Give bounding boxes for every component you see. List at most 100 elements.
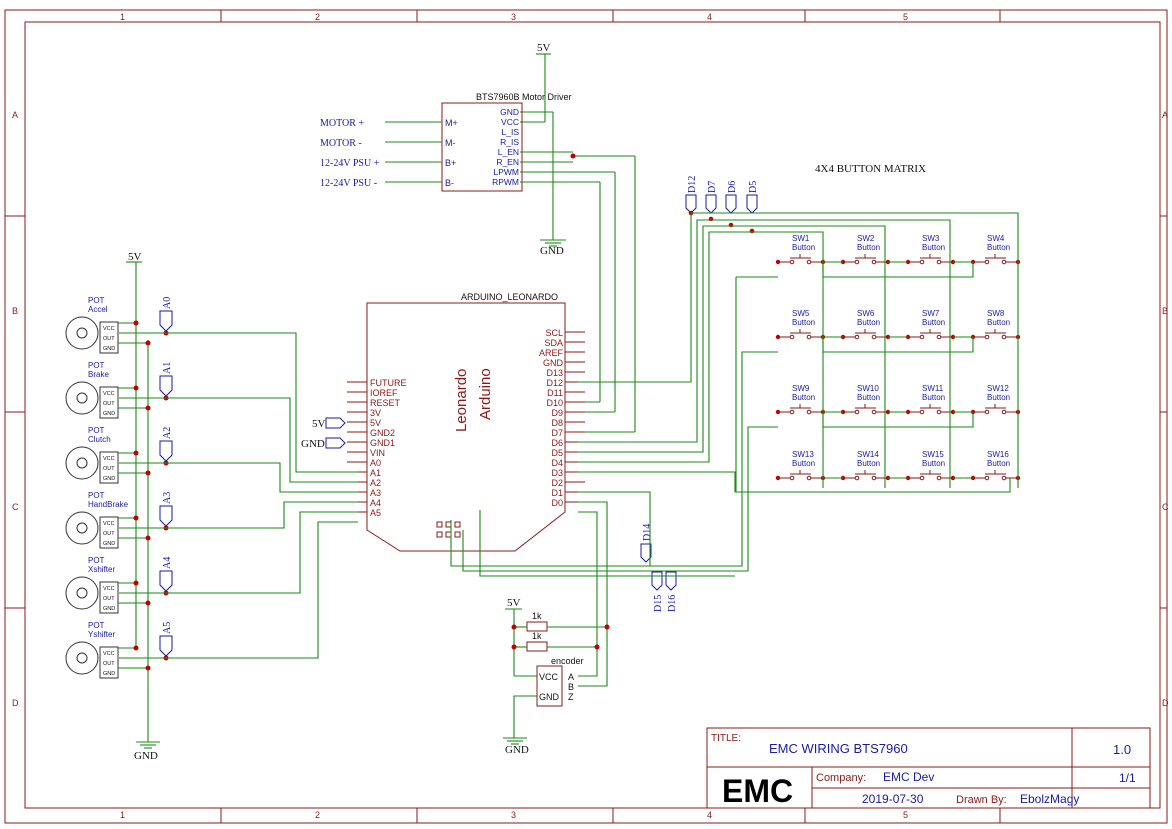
switch-label: SW14 [857,450,879,459]
pot-pin-label: OUT [103,401,115,407]
arduino-pin-left-label: GND1 [370,438,395,448]
pot-name-label: Accel [88,305,108,314]
switch-label: SW15 [922,450,944,459]
grid-col-bottom: 2 [315,810,320,820]
grid-col-top: 1 [120,12,125,22]
grid-row-left: A [12,110,18,120]
arduino-pin-left-label: FUTURE [370,378,407,388]
grid-col-bottom: 5 [903,810,908,820]
pot-net-label: A0 [162,297,173,309]
arduino-pin-left-label: A1 [370,468,381,478]
arduino-pin-right-label: D4 [551,458,563,468]
arduino-pin-left-label: A3 [370,488,381,498]
gnd-label-pots: GND [134,750,158,762]
arduino-right-pins: SCLSDAAREFGNDD13D12D11D10D9D8D7D6D5D4D3D… [539,328,585,508]
pot-net-label: A1 [162,362,173,374]
matrix-col-net-flag [725,194,737,214]
arduino-pin-right-label: GND [543,358,564,368]
switch-type-label: Button [792,459,815,468]
pot-pin-label: GND [103,671,115,677]
matrix-col-net-flag [705,194,717,214]
power-5v-driver [520,53,554,240]
encoder-pin-b: B [568,682,574,692]
pot-pin-block [99,386,119,419]
switch-label: SW12 [987,384,1009,393]
resistor-1 [526,621,548,632]
switch-label: SW8 [987,309,1005,318]
gnd-label-driver: GND [540,245,564,257]
pot-pin-label: GND [103,346,115,352]
pot-pin-label: VCC [103,326,115,332]
pot-pin-block [99,451,119,484]
arduino-pin-left-label: 5V [370,418,381,428]
arduino-pin-left-label: A5 [370,508,381,518]
resistor-2 [526,641,548,652]
grid-col-bottom: 3 [511,810,516,820]
switch-type-label: Button [792,318,815,327]
grid-row-left: C [12,502,19,512]
title-label: TITLE: [711,733,741,744]
encoder-pin-vcc: VCC [539,672,559,682]
grid-row-right: C [1162,502,1169,512]
pot-pin-label: OUT [103,596,115,602]
arduino-5v-flag [325,417,346,429]
driver-wires [520,151,636,433]
outer-frame [4,9,1168,824]
arduino-name-leonardo: Leonardo [453,369,470,432]
arduino-name-arduino: Arduino [477,368,494,420]
pot-pin-block [99,646,119,679]
encoder-title: encoder [551,656,584,666]
resistor-1-label: 1k [532,611,542,621]
arduino-pin-right-label: SCL [545,328,563,338]
switch-label: SW11 [922,384,944,393]
title-value: EMC WIRING BTS7960 [769,741,908,756]
pot-type-label: POT [88,491,105,500]
motor-driver-left-pins: M+MOTOR +M-MOTOR -B+12-24V PSU +B-12-24V… [320,118,458,189]
switch-label: SW7 [922,309,940,318]
pot-net-label: A3 [162,492,173,504]
arduino-body [366,302,566,552]
pot-net-flag [159,635,173,657]
encoder-pin-a: A [568,672,574,682]
switch-type-label: Button [857,459,880,468]
pot-knob [65,641,99,675]
encoder-body [536,665,563,707]
company-value: EMC Dev [883,770,934,784]
pot-pin-block [99,581,119,614]
arduino-pin-right-label: D11 [547,388,563,398]
arduino-pin-right-label: D5 [551,448,563,458]
sheet-value: 1/1 [1119,771,1136,785]
switch-label: SW10 [857,384,879,393]
arduino-pin-right-label: D6 [551,438,563,448]
arduino-pin-right-label: D9 [551,408,563,418]
pot-knob [65,316,99,350]
grid-col-top: 2 [315,12,320,22]
switch-type-label: Button [987,243,1010,252]
arduino-pin-left-label: A0 [370,458,381,468]
pot-type-label: POT [88,621,105,630]
arduino-pin-right-label: AREF [539,348,564,358]
pot-net-flag [159,375,173,397]
driver-pin-right-label: L_IS [502,127,520,137]
pot-pin-label: OUT [103,661,115,667]
pot-knob [65,576,99,610]
arduino-pin-left-label: A2 [370,478,381,488]
grid-col-top: 5 [903,12,908,22]
switch-type-label: Button [922,243,945,252]
grid-col-top: 4 [707,12,712,22]
pot-pin-label: OUT [103,466,115,472]
driver-left-net-label: MOTOR + [320,118,364,129]
company-label: Company: [816,772,866,784]
pot-net-label: A4 [162,557,173,569]
arduino-pin-right-label: D7 [551,428,563,438]
matrix-col-net-label: D5 [748,181,759,193]
grid-row-right: B [1162,306,1168,316]
switch-label: SW4 [987,234,1005,243]
pot-pin-label: GND [103,476,115,482]
motor-driver-title: BTS7960B Motor Driver [476,92,572,102]
arduino-pin-left-label: GND2 [370,428,395,438]
pot-name-label: HandBrake [88,500,129,509]
switch-type-label: Button [922,318,945,327]
